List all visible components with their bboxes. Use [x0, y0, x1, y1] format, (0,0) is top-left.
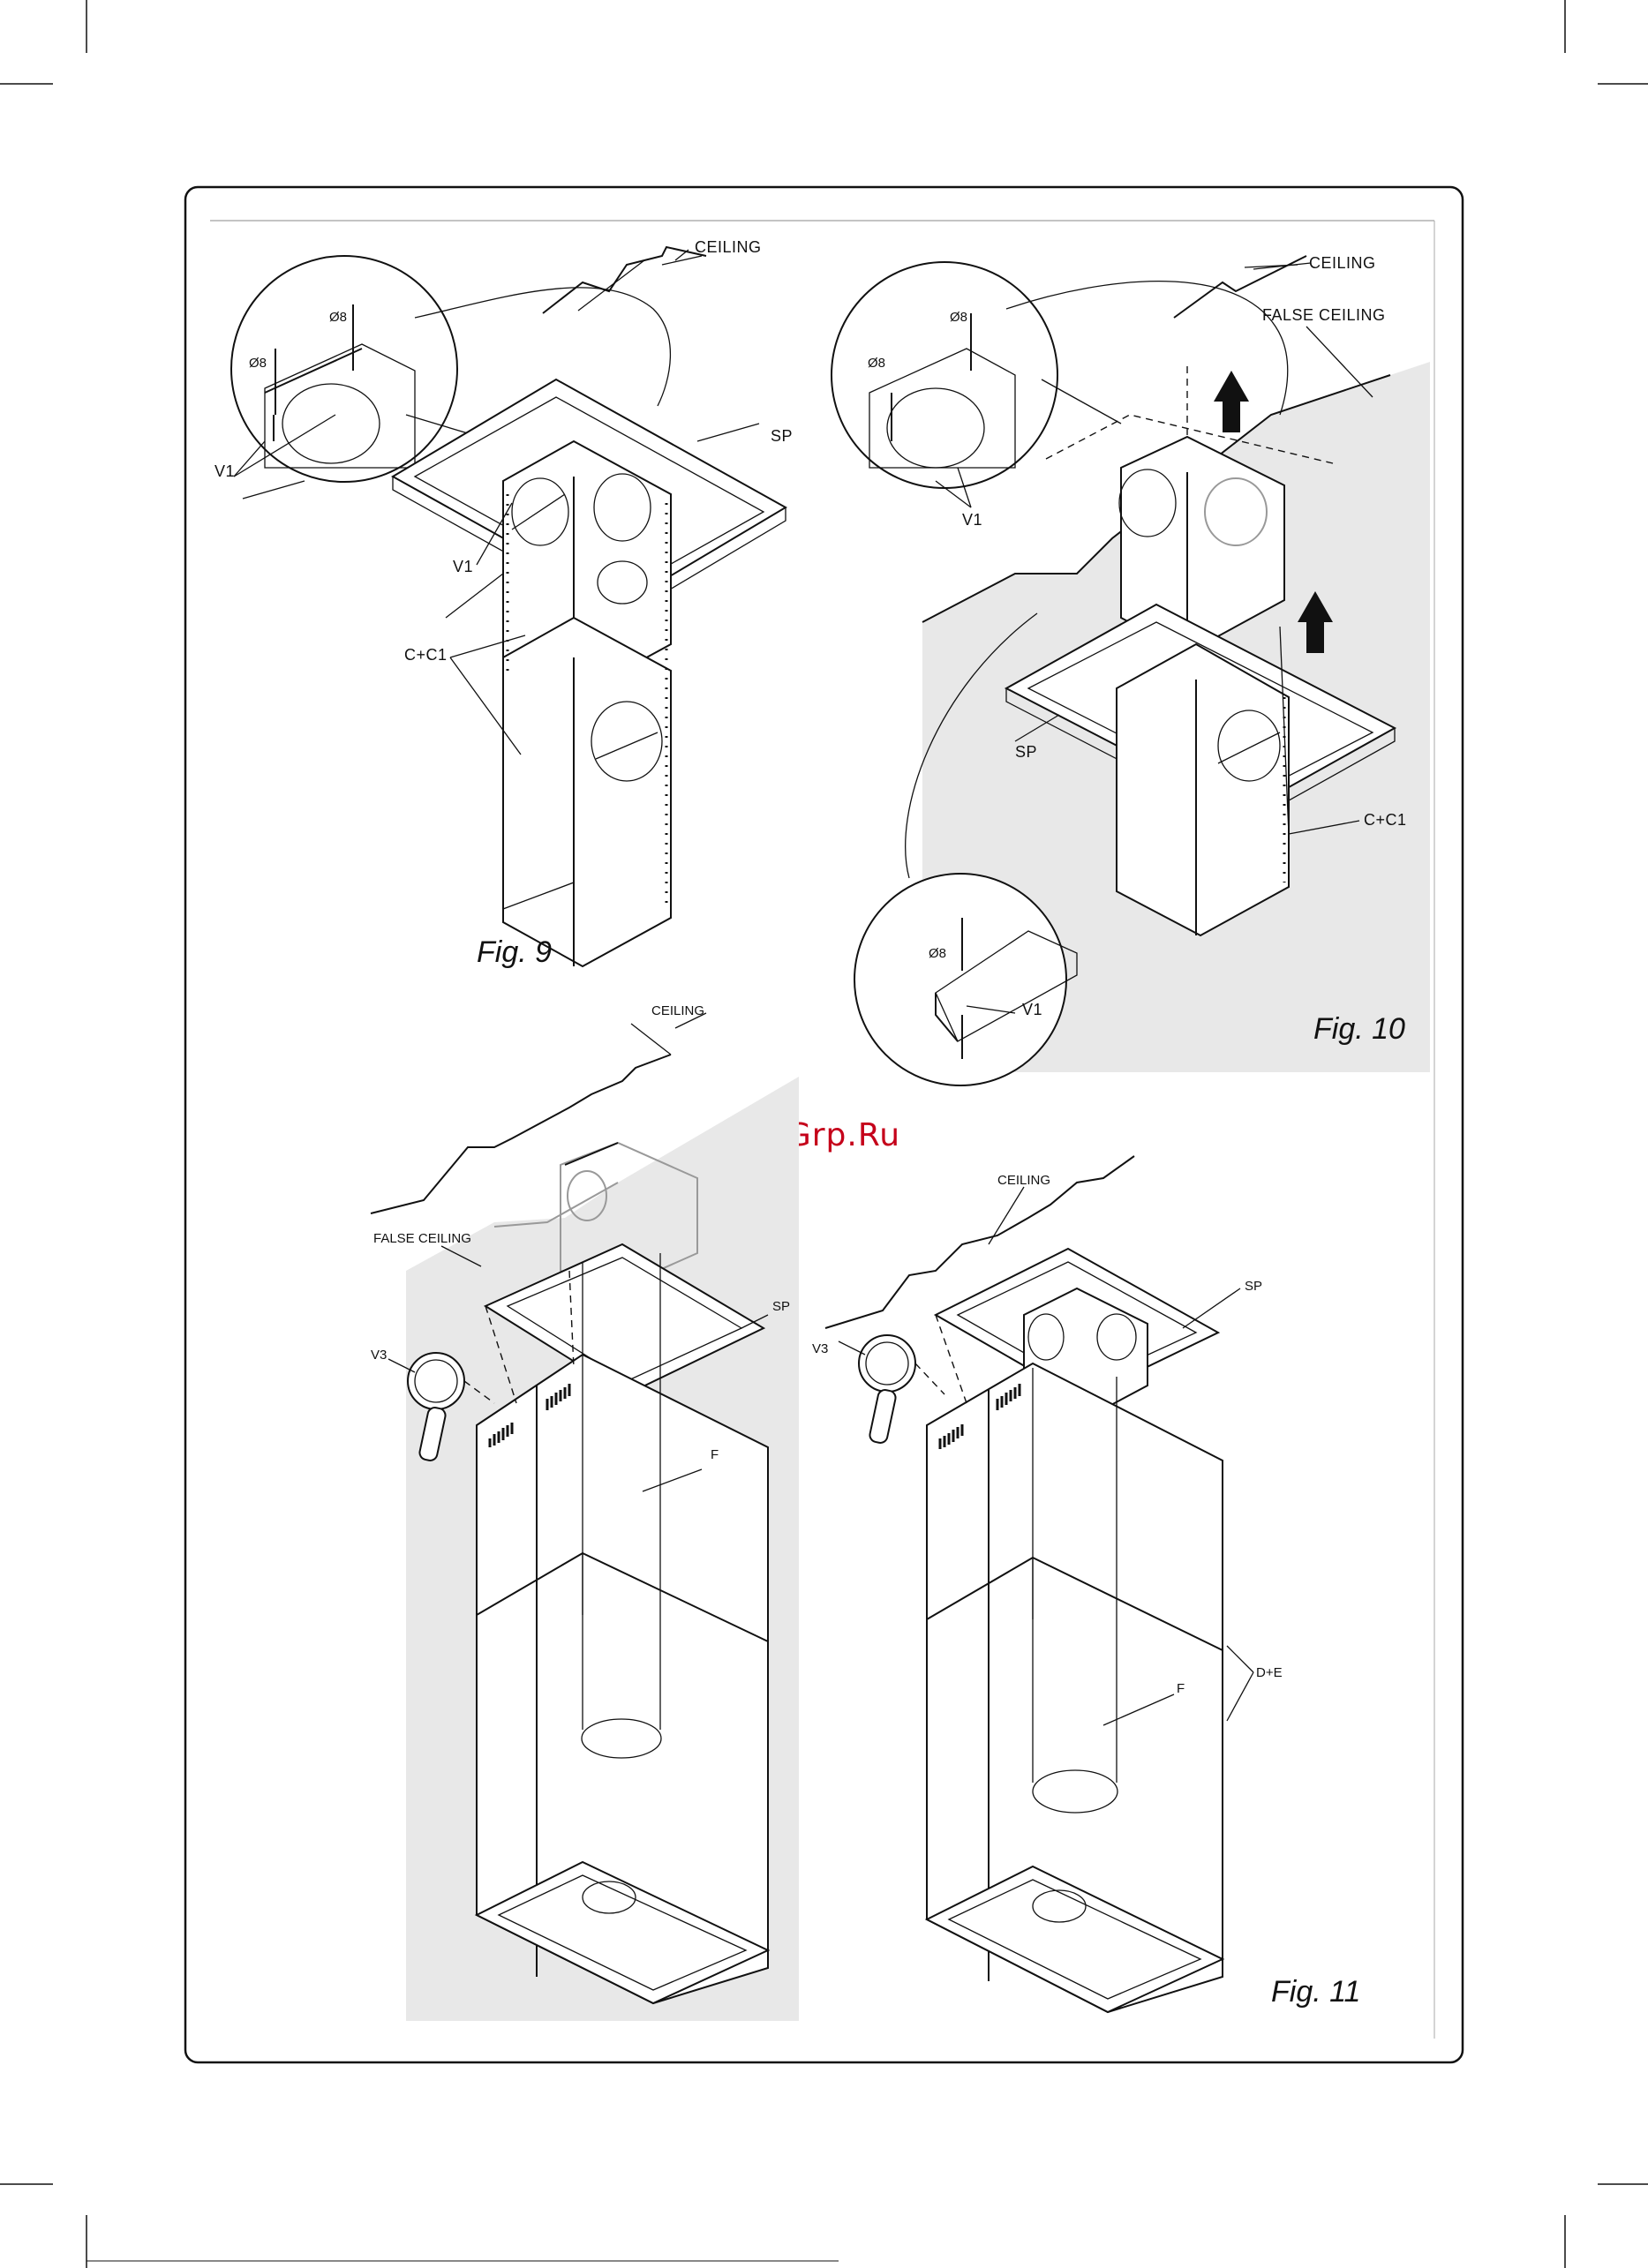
ceiling-label: CEILING: [651, 1003, 704, 1018]
d8-label-b: Ø8: [329, 310, 347, 325]
sp-label: SP: [1245, 1279, 1262, 1294]
fig-9-caption: Fig. 9: [477, 935, 552, 969]
fig-11-caption: Fig. 11: [1271, 1975, 1360, 2009]
column-lower: [503, 618, 671, 966]
v1-detail-label: V1: [1022, 1001, 1042, 1018]
f-label: F: [1177, 1681, 1185, 1696]
d8-label-a: Ø8: [868, 356, 885, 371]
ceiling-label: CEILING: [1309, 254, 1376, 272]
zoom-circle: [832, 262, 1057, 488]
cc1-label: C+C1: [404, 646, 448, 664]
sp-label: SP: [1015, 743, 1037, 761]
false-ceiling-label: FALSE CEILING: [1262, 306, 1386, 324]
ceiling-label: CEILING: [695, 238, 762, 256]
fig-10-caption: Fig. 10: [1313, 1012, 1405, 1046]
d8-label-b: Ø8: [950, 310, 967, 325]
v3-magnifier: [859, 1335, 915, 1392]
v3-label: V3: [812, 1341, 828, 1356]
v3-magnifier: [408, 1353, 464, 1409]
de-label: D+E: [1256, 1665, 1283, 1680]
ceiling-label: CEILING: [997, 1173, 1050, 1188]
v1-zoom-label: V1: [214, 462, 235, 480]
detail-circle: [854, 874, 1066, 1085]
d8-label-c: Ø8: [929, 946, 946, 961]
sp-label: SP: [771, 427, 793, 445]
v1-label: V1: [453, 558, 473, 575]
f-label: F: [711, 1447, 719, 1462]
column-lower: [1117, 644, 1289, 935]
v3-label: V3: [371, 1348, 387, 1363]
v1-zoom-label: V1: [962, 511, 982, 529]
d8-label-a: Ø8: [249, 356, 267, 371]
cc1-label: C+C1: [1364, 811, 1407, 829]
false-ceiling-label: FALSE CEILING: [373, 1231, 471, 1246]
sp-label: SP: [772, 1299, 790, 1314]
